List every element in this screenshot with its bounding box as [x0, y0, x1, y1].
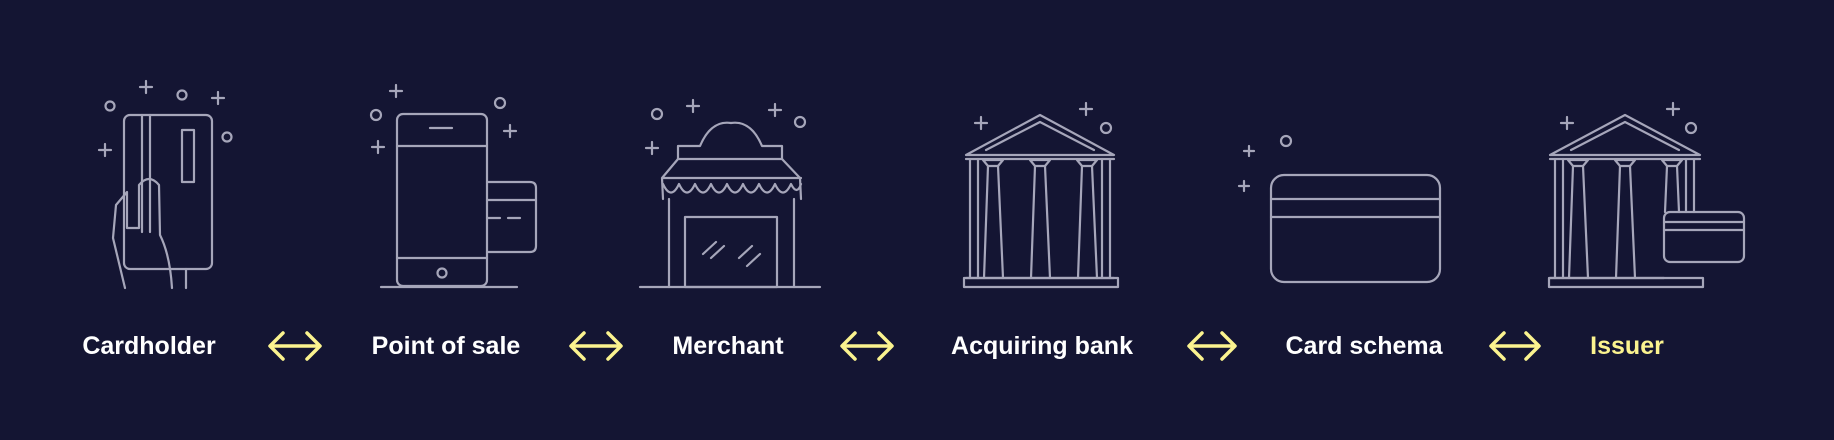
credit-card-icon: [1237, 134, 1442, 284]
step-label-acquiring-bank: Acquiring bank: [951, 332, 1133, 360]
bank-with-card-icon: [1547, 101, 1746, 289]
bank-building-icon: [962, 101, 1120, 289]
bidirectional-arrow-icon: [268, 331, 322, 361]
bidirectional-arrow-icon: [1489, 331, 1541, 361]
step-label-issuer: Issuer: [1590, 332, 1664, 360]
bidirectional-arrow-icon: [1187, 331, 1237, 361]
step-label-point-of-sale: Point of sale: [371, 332, 521, 360]
step-label-merchant: Merchant: [672, 332, 784, 360]
phone-card-terminal-icon: [369, 83, 538, 289]
bidirectional-arrow-icon: [840, 331, 894, 361]
bidirectional-arrow-icon: [569, 331, 623, 361]
step-label-card-schema: Card schema: [1285, 332, 1443, 360]
hand-holding-card-icon: [97, 79, 233, 290]
storefront-icon: [638, 98, 822, 289]
step-label-cardholder: Cardholder: [82, 332, 216, 360]
